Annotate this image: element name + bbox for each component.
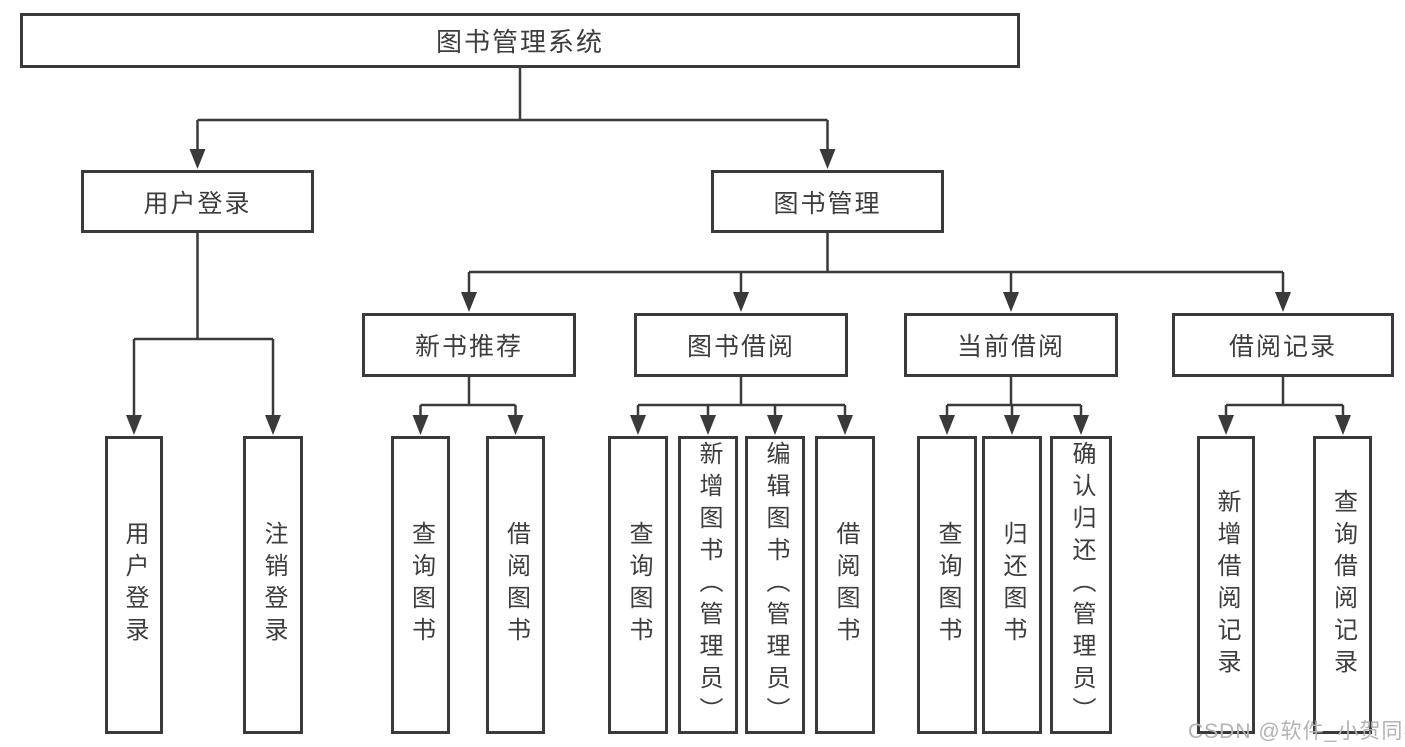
leaf-current-confirm-return-admin: 确认归还（管理员）	[1050, 436, 1112, 734]
leaf-user-login: 用户登录	[105, 436, 163, 734]
arrowheads	[126, 149, 1351, 435]
node-label: 编辑图书（管理员）	[762, 441, 789, 729]
leaf-current-query-books: 查询图书	[917, 436, 977, 734]
node-root-system: 图书管理系统	[20, 13, 1020, 68]
leaf-current-return-books: 归还图书	[982, 436, 1042, 734]
node-borrow-records: 借阅记录	[1172, 313, 1394, 377]
leaf-borrowing-add-books-admin: 新增图书（管理员）	[678, 436, 738, 734]
node-label: 用户登录	[143, 189, 252, 218]
node-label: 图书借阅	[686, 333, 795, 361]
node-label: 新增图书（管理员）	[695, 441, 722, 729]
node-label: 归还图书	[999, 521, 1026, 649]
leaf-logout-login: 注销登录	[243, 436, 303, 734]
node-label: 查询借阅记录	[1329, 489, 1357, 681]
node-book-management: 图书管理	[711, 170, 944, 233]
node-label: 借阅图书	[832, 521, 859, 649]
node-label: 用户登录	[121, 521, 148, 649]
node-label: 新增借阅记录	[1213, 489, 1240, 681]
leaf-borrowing-edit-books-admin: 编辑图书（管理员）	[745, 436, 805, 734]
leaf-records-query-record: 查询借阅记录	[1313, 436, 1372, 734]
node-label: 查询图书	[407, 521, 435, 649]
node-label: 注销登录	[260, 521, 287, 649]
leaf-borrowing-query-books: 查询图书	[608, 436, 668, 734]
node-label: 查询图书	[934, 521, 961, 649]
node-label: 图书管理系统	[435, 27, 604, 57]
node-label: 借阅记录	[1228, 333, 1337, 361]
leaf-records-add-record: 新增借阅记录	[1197, 436, 1255, 734]
node-label: 新书推荐	[414, 333, 523, 361]
csdn-watermark: CSDN @软件_小贺同学	[1188, 720, 1405, 743]
leaf-recommend-borrow-books: 借阅图书	[486, 436, 545, 734]
node-new-book-recommend: 新书推荐	[362, 313, 576, 377]
node-label: 确认归还（管理员）	[1068, 441, 1095, 729]
leaf-recommend-query-books: 查询图书	[391, 436, 450, 734]
node-label: 当前借阅	[956, 333, 1065, 361]
leaf-borrowing-borrow-books: 借阅图书	[815, 436, 875, 734]
node-current-borrowing: 当前借阅	[904, 313, 1118, 377]
node-user-login: 用户登录	[81, 170, 314, 233]
node-label: 借阅图书	[502, 521, 530, 649]
node-book-borrowing: 图书借阅	[634, 313, 848, 377]
node-label: 查询图书	[625, 521, 652, 649]
node-label: 图书管理	[773, 189, 882, 218]
